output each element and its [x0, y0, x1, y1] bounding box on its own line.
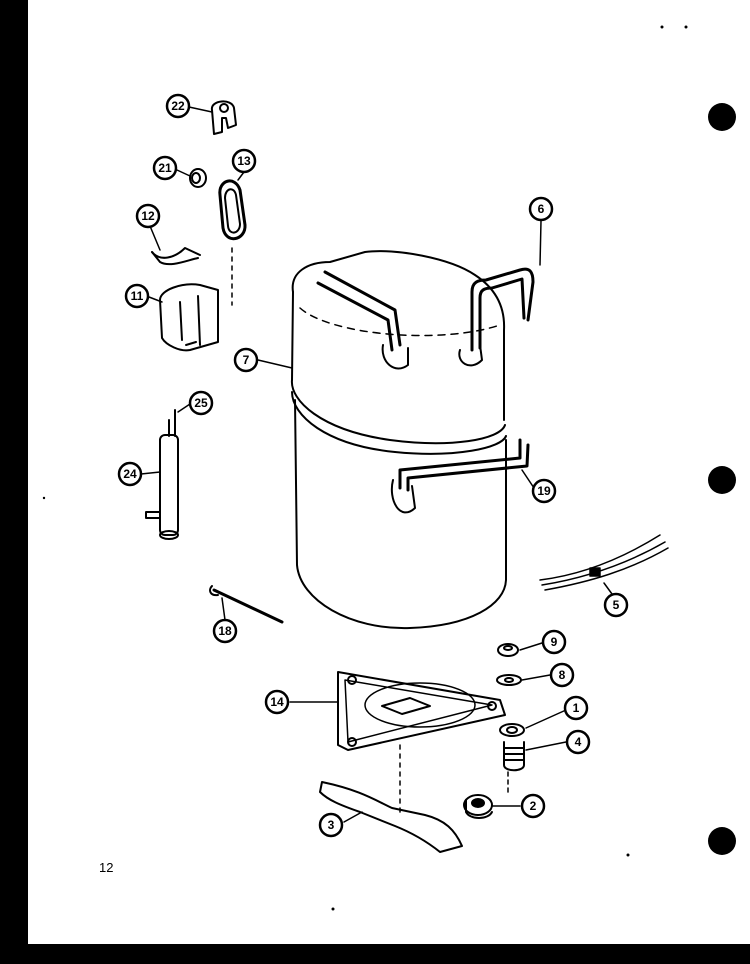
- svg-text:14: 14: [270, 695, 284, 709]
- callout-24[interactable]: 24: [117, 461, 143, 487]
- callout-9[interactable]: 9: [541, 629, 567, 655]
- hardware-stack: [463, 643, 525, 819]
- wire-leads: [539, 534, 669, 591]
- callout-14[interactable]: 14: [264, 689, 290, 715]
- callout-3[interactable]: 3: [318, 812, 344, 838]
- svg-text:24: 24: [123, 467, 137, 481]
- svg-text:1: 1: [573, 701, 580, 715]
- callout-2[interactable]: 2: [520, 793, 546, 819]
- svg-text:8: 8: [559, 668, 566, 682]
- callout-22[interactable]: 22: [165, 93, 191, 119]
- paper-background: [28, 0, 750, 944]
- binder-hole-top: [708, 103, 736, 131]
- svg-text:19: 19: [537, 484, 551, 498]
- svg-text:13: 13: [237, 154, 251, 168]
- page-number: 12: [99, 860, 113, 875]
- compressor-shell: [290, 250, 507, 630]
- svg-text:11: 11: [131, 289, 144, 303]
- part-13-gasket: [218, 179, 247, 306]
- svg-text:7: 7: [243, 353, 250, 367]
- callout-21[interactable]: 21: [152, 155, 178, 181]
- scan-specks: [42, 25, 688, 911]
- part-14-mounting-plate: [337, 671, 506, 816]
- svg-text:25: 25: [194, 396, 208, 410]
- part-3-strap: [319, 781, 463, 853]
- svg-text:21: 21: [158, 161, 172, 175]
- callouts: 22 21 13 12 11 6 7 25: [117, 93, 629, 838]
- callout-6[interactable]: 6: [528, 196, 554, 222]
- svg-text:4: 4: [575, 735, 582, 749]
- svg-text:6: 6: [538, 202, 545, 216]
- callout-18[interactable]: 18: [212, 618, 238, 644]
- callout-7[interactable]: 7: [233, 347, 259, 373]
- callout-19[interactable]: 19: [531, 478, 557, 504]
- callout-1[interactable]: 1: [563, 695, 589, 721]
- callout-5[interactable]: 5: [603, 592, 629, 618]
- part-22-bracket: [210, 100, 237, 135]
- callout-8[interactable]: 8: [549, 662, 575, 688]
- callout-13[interactable]: 13: [231, 148, 257, 174]
- svg-text:9: 9: [551, 635, 558, 649]
- process-tube: [398, 438, 530, 492]
- callout-25[interactable]: 25: [188, 390, 214, 416]
- binder-hole-middle: [708, 466, 736, 494]
- svg-text:5: 5: [613, 598, 620, 612]
- discharge-tube: [470, 267, 535, 352]
- part-18-pin: [209, 585, 284, 624]
- callout-4[interactable]: 4: [565, 729, 591, 755]
- svg-text:18: 18: [218, 624, 232, 638]
- svg-text:2: 2: [530, 799, 537, 813]
- part-12-clip: [151, 247, 201, 266]
- callout-12[interactable]: 12: [135, 203, 161, 229]
- svg-text:3: 3: [328, 818, 335, 832]
- part-11-cover: [159, 283, 219, 352]
- svg-text:22: 22: [171, 99, 185, 113]
- binder-hole-bottom: [708, 827, 736, 855]
- callout-11[interactable]: 11: [124, 283, 150, 309]
- leader-lines: [140, 106, 613, 823]
- svg-text:12: 12: [141, 209, 155, 223]
- part-24-relay: [145, 409, 179, 540]
- part-21-grommet: [189, 168, 207, 188]
